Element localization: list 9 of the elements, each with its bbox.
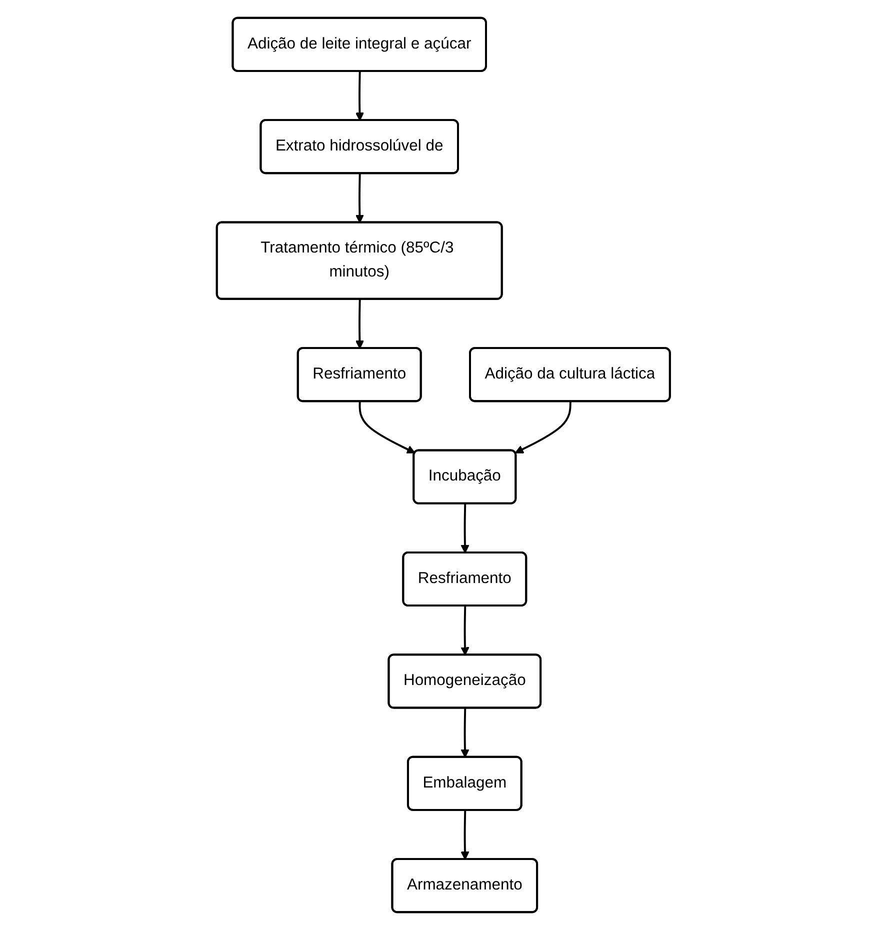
arrow: [514, 402, 572, 454]
arrow: [460, 504, 469, 554]
arrow: [354, 299, 364, 349]
arrow: [460, 708, 469, 758]
arrow: [358, 402, 415, 454]
arrow: [354, 71, 364, 121]
arrow: [460, 606, 469, 656]
arrow: [460, 810, 469, 860]
arrow: [354, 174, 364, 224]
